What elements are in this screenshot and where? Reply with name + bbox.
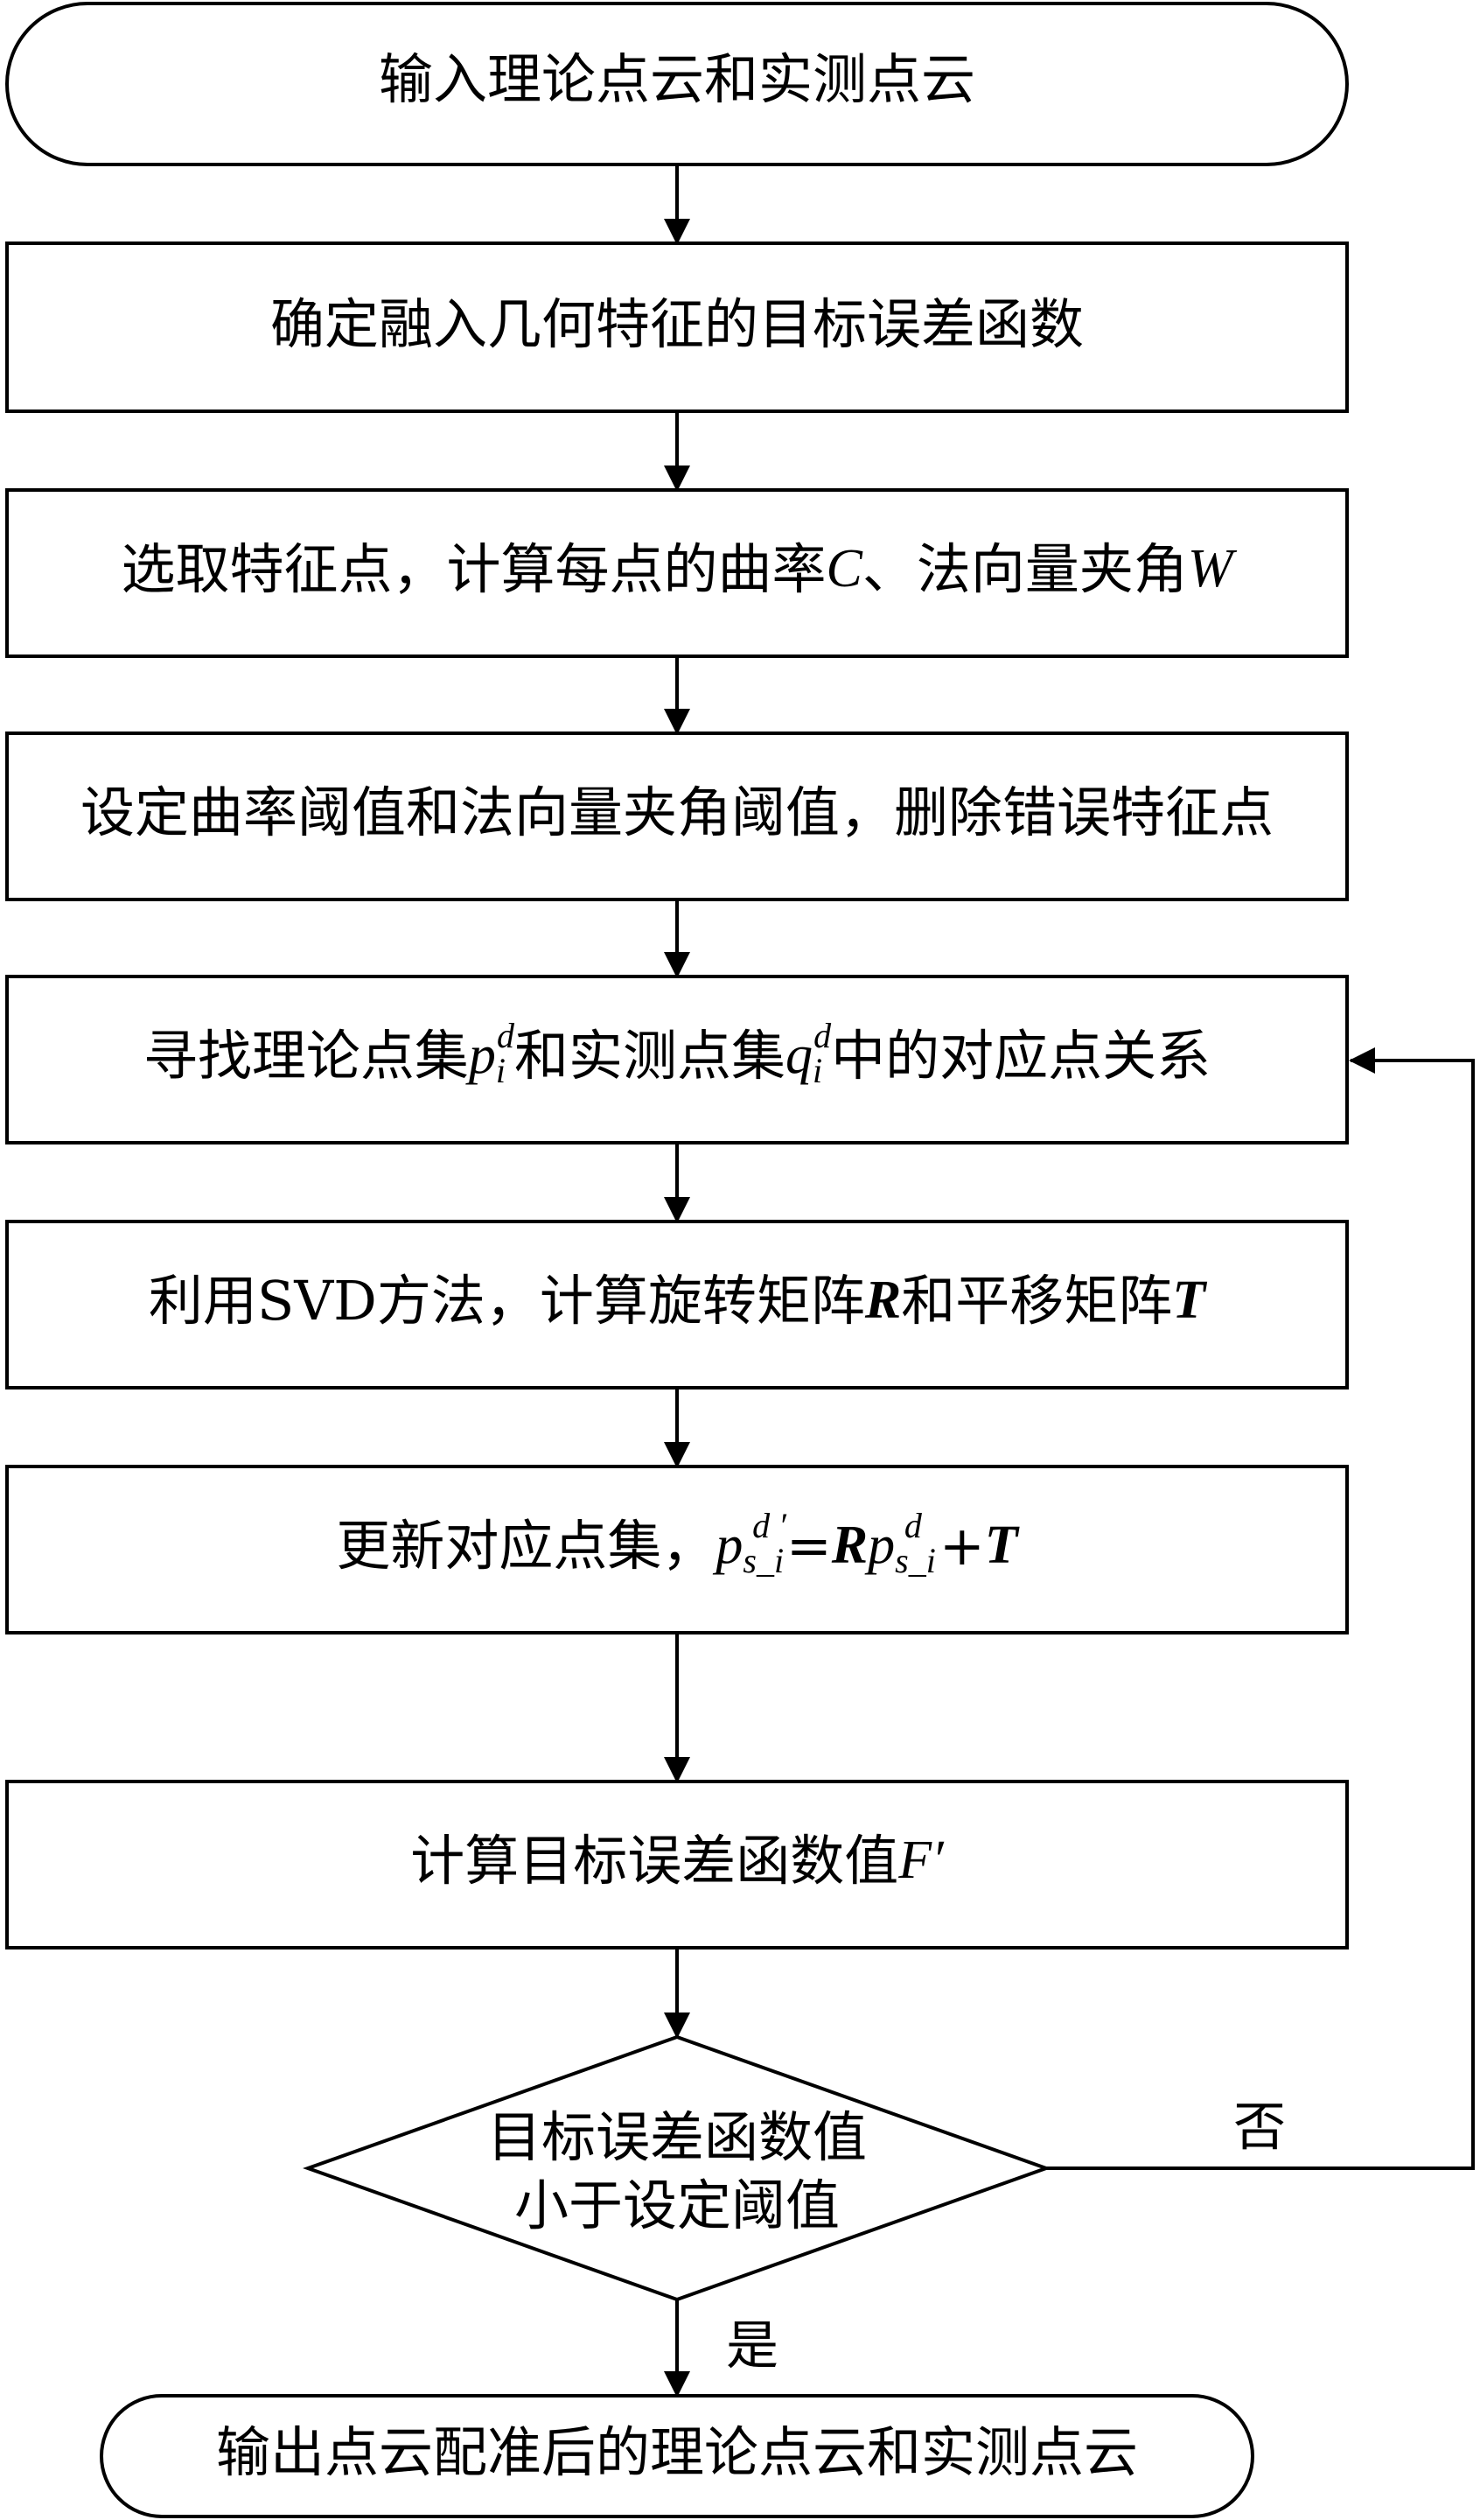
step-feature: 选取特征点，计算每点的曲率C、法向量夹角W (5, 488, 1349, 658)
step-feature-text: 选取特征点，计算每点的曲率C、法向量夹角W (121, 537, 1237, 601)
step-update: 更新对应点集，ps_id′=Rps_id+T (5, 1465, 1349, 1634)
decision-diamond: 目标误差函数值 小于设定阈值 (303, 2034, 1051, 2302)
step-correspond-text: 寻找理论点集pid和实测点集qid中的对应点关系 (143, 1016, 1211, 1090)
end-text: 输出点云配准后的理论点云和实测点云 (216, 2420, 1138, 2484)
step-correspond: 寻找理论点集pid和实测点集qid中的对应点关系 (5, 975, 1349, 1144)
no-label: 否 (1233, 2097, 1286, 2159)
start-text: 输入理论点云和实测点云 (379, 47, 975, 111)
step-threshold: 设定曲率阈值和法向量夹角阈值，删除错误特征点 (5, 732, 1349, 901)
decision-line2: 小于设定阈值 (514, 2174, 840, 2237)
step-svd-text: 利用SVD方法，计算旋转矩阵R和平移矩阵T (149, 1269, 1207, 1333)
step-compute-text: 计算目标误差函数值F′ (410, 1829, 945, 1893)
no-branch-arrow (1046, 1047, 1475, 2170)
step-compute: 计算目标误差函数值F′ (5, 1780, 1349, 1950)
step-objective: 确定融入几何特征的目标误差函数 (5, 242, 1349, 413)
step-objective-text: 确定融入几何特征的目标误差函数 (270, 292, 1084, 356)
step-svd: 利用SVD方法，计算旋转矩阵R和平移矩阵T (5, 1220, 1349, 1390)
decision-line1: 目标误差函数值 (487, 2105, 867, 2169)
end-terminal: 输出点云配准后的理论点云和实测点云 (100, 2394, 1254, 2518)
yes-label: 是 (726, 2316, 778, 2377)
start-terminal: 输入理论点云和实测点云 (5, 2, 1349, 166)
step-threshold-text: 设定曲率阈值和法向量夹角阈值，删除错误特征点 (80, 780, 1274, 844)
step-update-text: 更新对应点集，ps_id′=Rps_id+T (336, 1506, 1019, 1580)
